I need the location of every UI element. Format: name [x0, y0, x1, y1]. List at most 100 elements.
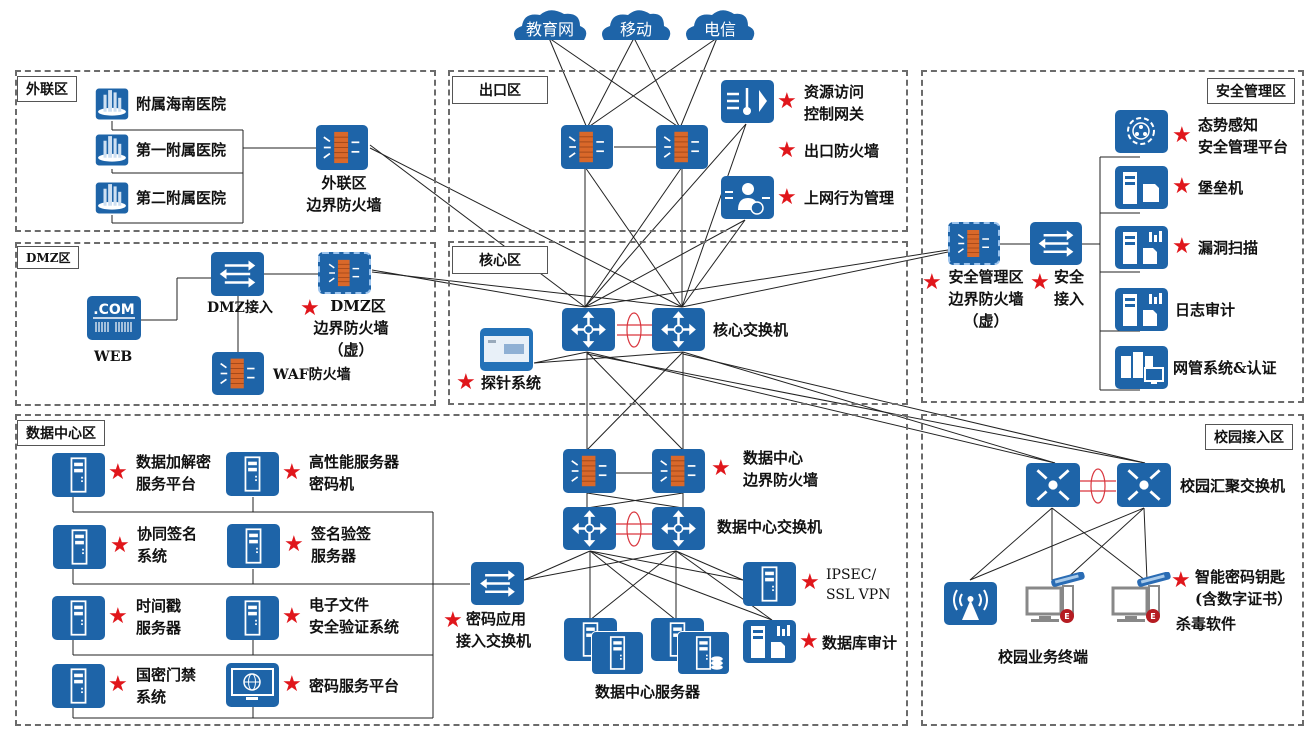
cloud-mobile: 移动	[598, 6, 674, 42]
zone-label-datacenter: 数据中心区	[17, 420, 105, 446]
crypto-platform-icon	[226, 663, 279, 707]
terminal-pc-icon: E	[1025, 572, 1085, 628]
external-firewall-icon	[316, 125, 368, 170]
server-icon	[53, 525, 106, 569]
label-line: (含数字证书）	[1195, 590, 1293, 608]
star-icon: ★	[799, 629, 819, 654]
label-line: （虚）	[963, 312, 1009, 330]
security-access-switch-icon	[1030, 222, 1082, 265]
label-line: 协同签名	[137, 525, 198, 543]
hospital-icon	[92, 181, 132, 215]
zone-egress	[448, 70, 908, 232]
behavior-mgmt-icon	[721, 176, 774, 219]
zone-datacenter	[15, 414, 908, 726]
campus-terminals-label: 校园业务终端	[998, 648, 1089, 666]
label-line: 服务平台	[136, 475, 197, 493]
dmz-access-label: DMZ接入	[207, 300, 273, 316]
dc-switch-icon	[652, 507, 705, 550]
label-line: 数据加解密	[136, 453, 212, 471]
antivirus-badge: E	[1150, 612, 1155, 621]
waf-firewall-label: WAF防火墙	[273, 367, 351, 383]
label-line: 密码应用	[466, 610, 527, 628]
cloud-icon	[686, 10, 755, 40]
dc-servers-label: 数据中心服务器	[595, 683, 701, 701]
dc-firewall-icon	[563, 449, 616, 493]
label-line: 接入交换机	[456, 632, 532, 650]
vpn-server-icon	[743, 562, 796, 606]
zone-dmz	[15, 242, 436, 406]
hospital-label: 第二附属医院	[136, 189, 227, 207]
label-line: 数据中心	[743, 449, 804, 467]
crypto-access-switch-icon	[471, 562, 524, 605]
security-access-label: 安全 接入	[1054, 266, 1084, 310]
vuln-scan-icon	[1115, 226, 1168, 269]
egress-firewall-label: 出口防火墙	[804, 142, 880, 160]
star-icon: ★	[456, 370, 476, 395]
zone-label-campus: 校园接入区	[1205, 424, 1293, 450]
label-line: （虚）	[328, 341, 374, 359]
campus-agg-switch-icon	[1026, 463, 1080, 507]
star-icon: ★	[443, 608, 463, 633]
bastion-host-icon	[1115, 166, 1168, 209]
security-item-label: 漏洞扫描	[1198, 239, 1259, 257]
campus-switch-label: 校园汇聚交换机	[1180, 477, 1286, 495]
star-icon: ★	[110, 533, 130, 558]
label-line: 安全	[1054, 268, 1085, 286]
dc-server-icon	[591, 631, 644, 675]
hospital-icon	[92, 133, 132, 167]
campus-agg-switch-icon	[1117, 463, 1171, 507]
zone-label-core: 核心区	[452, 246, 548, 274]
zone-label-egress: 出口区	[452, 76, 548, 104]
star-icon: ★	[1172, 234, 1192, 259]
label-line: 外联区	[321, 174, 367, 192]
security-firewall-label: 安全管理区 边界防火墙 （虚）	[940, 266, 1032, 332]
db-audit-icon	[743, 620, 796, 663]
dmz-firewall-label: DMZ区 边界防火墙 （虚）	[306, 295, 396, 361]
label-line: 边界防火墙	[743, 471, 819, 489]
label-line: 高性能服务器	[309, 453, 400, 471]
cloud-edu-net: 教育网	[510, 6, 590, 42]
security-item-label: 网管系统&认证	[1173, 359, 1277, 377]
hospital-label: 附属海南医院	[136, 95, 227, 113]
label-line: 服务器	[311, 547, 357, 565]
dc-firewall-label: 数据中心 边界防火墙	[743, 447, 818, 491]
dc-item-label: 协同签名 系统	[137, 523, 197, 567]
label-line: 时间戳	[136, 597, 182, 615]
security-item-label: 日志审计	[1175, 301, 1236, 319]
star-icon: ★	[108, 672, 128, 697]
egress-firewall-icon	[656, 125, 708, 169]
zone-label-dmz: DMZ区	[17, 246, 80, 269]
egress-firewall-icon	[561, 125, 613, 169]
server-icon	[226, 596, 279, 640]
access-gateway-icon	[721, 80, 774, 123]
cloud-icon	[514, 10, 587, 40]
zone-label-external: 外联区	[17, 76, 77, 102]
dmz-firewall-icon	[318, 252, 371, 294]
star-icon: ★	[1172, 174, 1192, 199]
crypto-access-switch-label: 密码应用 接入交换机	[456, 608, 531, 652]
cloud-icon	[602, 10, 671, 40]
star-icon: ★	[1030, 270, 1050, 295]
dc-db-server-icon	[677, 631, 730, 675]
star-icon: ★	[711, 456, 731, 481]
web-server-icon: .COM	[87, 296, 141, 340]
zone-core	[448, 241, 908, 405]
star-icon: ★	[282, 460, 302, 485]
star-icon: ★	[300, 296, 320, 321]
behavior-mgmt-label: 上网行为管理	[804, 189, 895, 207]
dc-item-label: 时间戳 服务器	[136, 595, 181, 639]
zone-label-security-mgmt: 安全管理区	[1207, 78, 1295, 104]
star-icon: ★	[282, 672, 302, 697]
antivirus-label: 杀毒软件	[1176, 615, 1237, 633]
label-line: 电子文件	[309, 596, 370, 614]
server-icon	[227, 524, 280, 568]
external-firewall-label: 外联区 边界防火墙	[296, 172, 392, 216]
core-switch-label: 核心交换机	[713, 321, 789, 339]
label-line: 安全管理区	[948, 268, 1024, 286]
cloud-label: 教育网	[525, 20, 574, 39]
label-line: 国密门禁	[136, 666, 197, 684]
zone-external	[15, 70, 436, 232]
vpn-label: IPSEC/ SSL VPN	[826, 565, 890, 605]
security-firewall-icon	[948, 222, 1000, 265]
